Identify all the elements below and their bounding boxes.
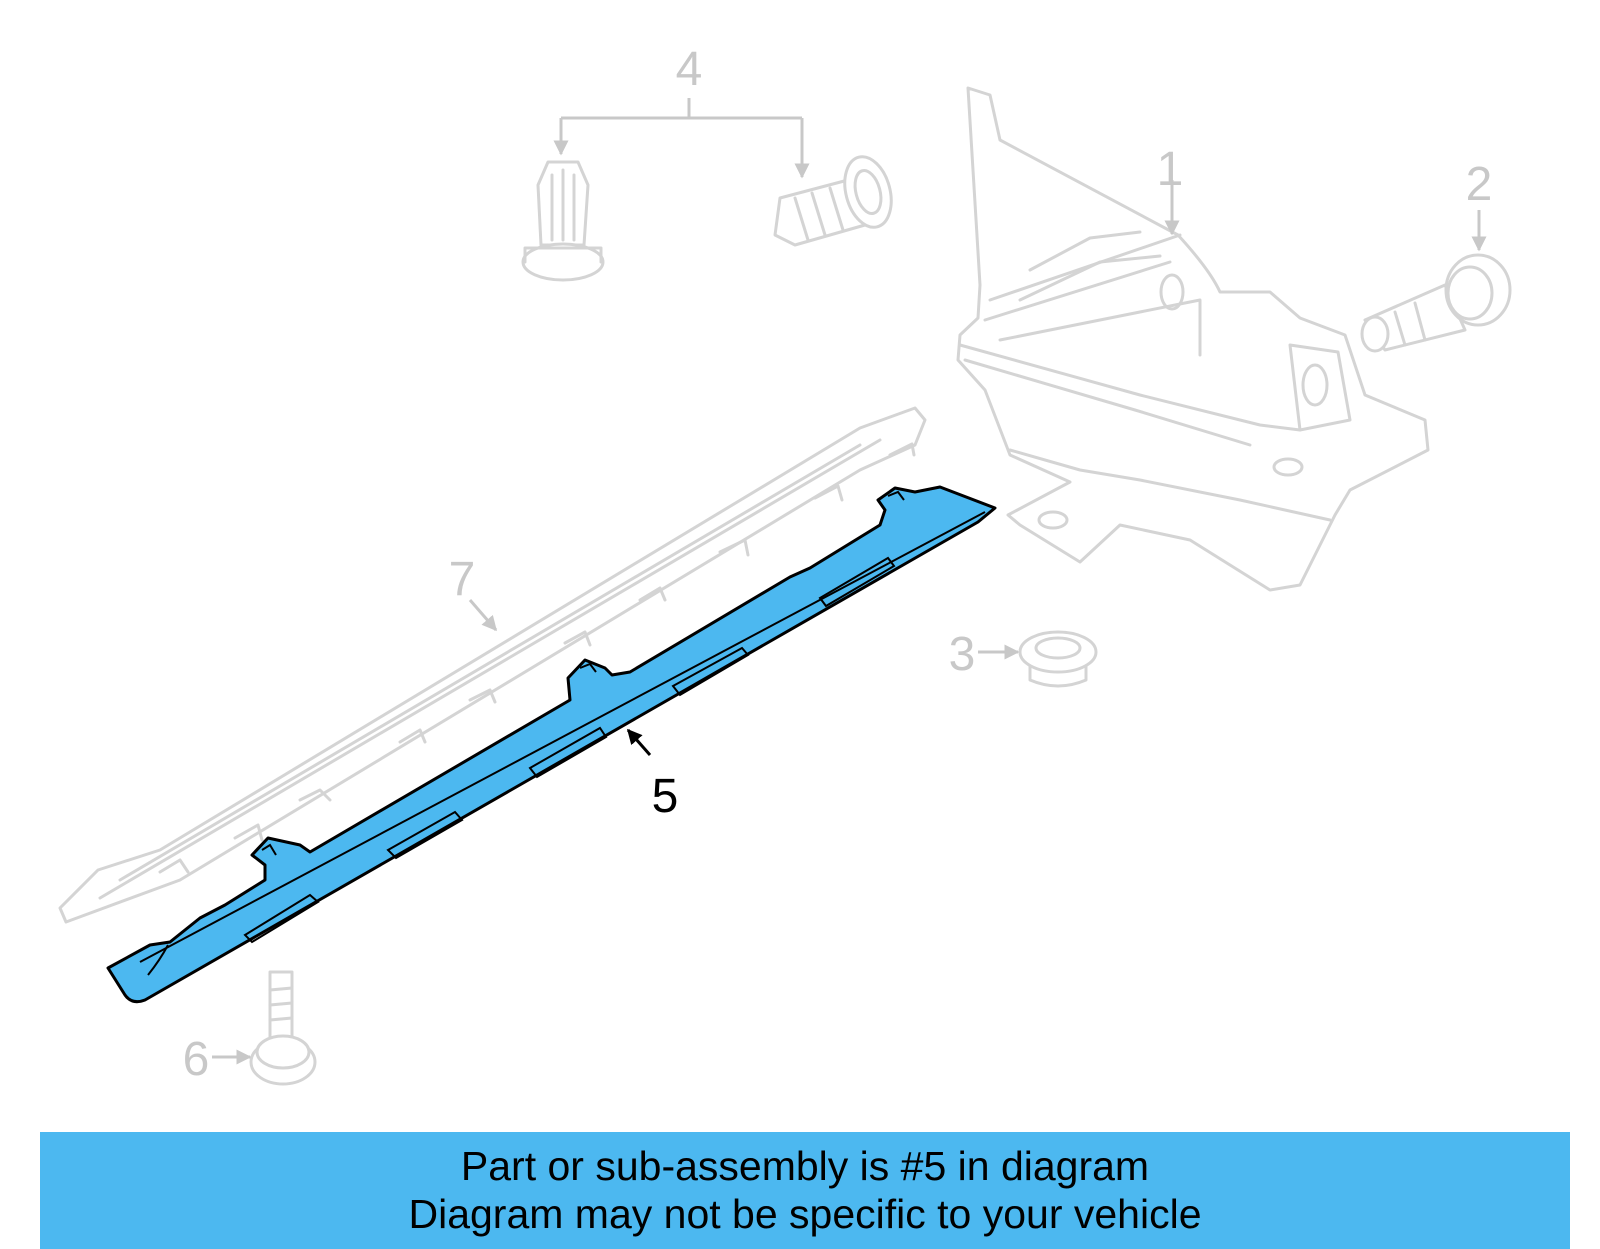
banner-disclaimer: Diagram may not be specific to your vehi…: [408, 1191, 1202, 1237]
callout-6: 6: [183, 1033, 210, 1086]
part-6-bolt: [212, 970, 317, 1086]
part-7-molding: [58, 406, 927, 924]
callout-3: 3: [949, 628, 976, 681]
callout-1: 1: [1157, 143, 1184, 196]
callout-5: 5: [652, 770, 679, 823]
part-5-rocker-reinforcement: [106, 485, 997, 1004]
part-1-bracket: [956, 86, 1430, 592]
callout-7: 7: [449, 553, 476, 606]
parts-diagram: 1 2 3 4 5 6 7: [58, 43, 1512, 1086]
part-2-bolt: [1360, 210, 1512, 353]
part-3-grommet: [978, 630, 1098, 688]
clip-upright: [521, 160, 605, 282]
info-banner: Part or sub-assembly is #5 in diagram Di…: [40, 1132, 1570, 1249]
banner-part-note: Part or sub-assembly is #5 in diagram: [460, 1143, 1150, 1189]
callout-2: 2: [1466, 158, 1493, 211]
callout-4: 4: [676, 43, 703, 96]
part-4-clips: [521, 98, 893, 282]
clip-side: [773, 155, 893, 247]
